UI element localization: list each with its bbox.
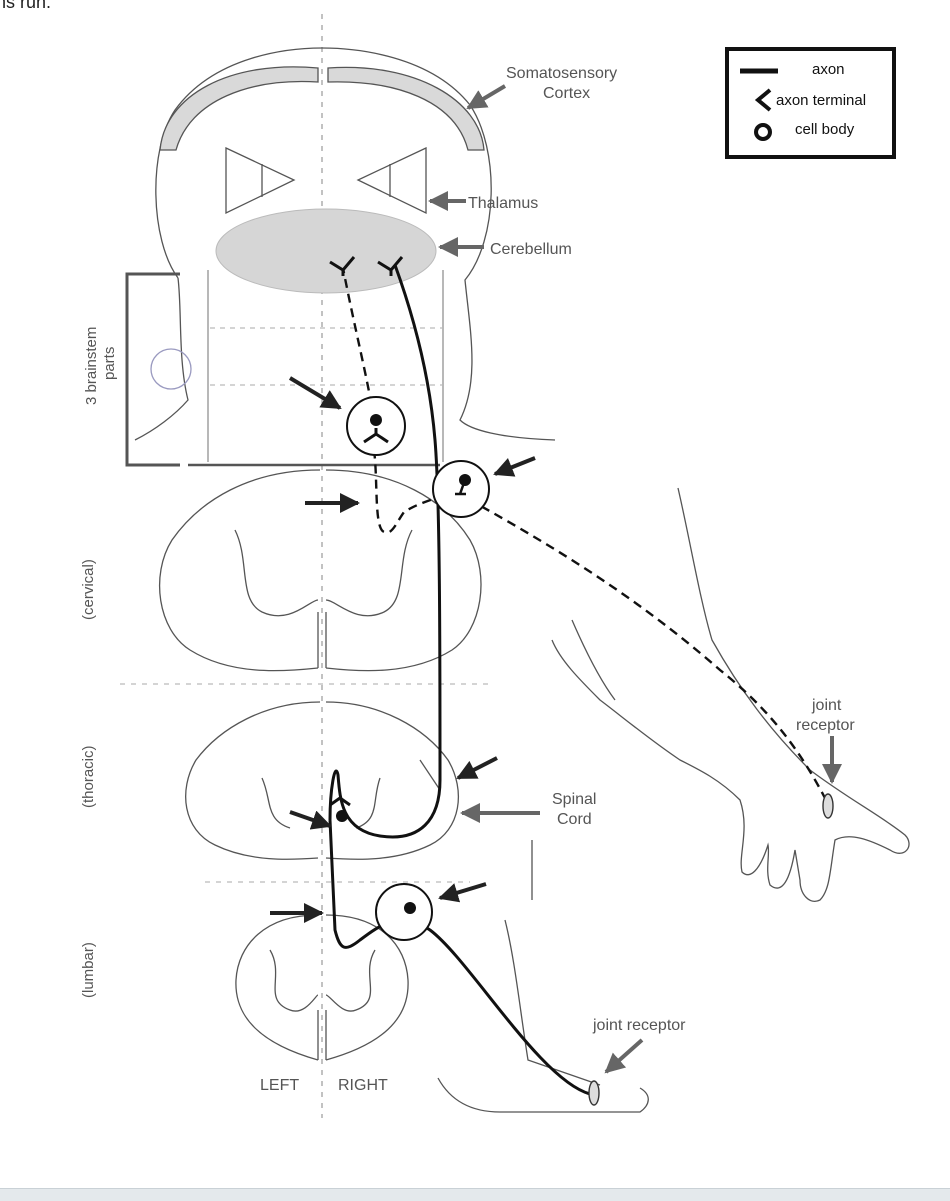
leg-afferent-solid	[328, 819, 591, 1096]
label-lumbar: (lumbar)	[80, 942, 97, 998]
label-spinal-cord-line2: Cord	[557, 811, 592, 828]
thalamus-right	[356, 146, 427, 215]
legend-box	[725, 47, 896, 159]
brainstem-left-outline	[134, 277, 189, 441]
legend: axon axon terminal cell body	[725, 47, 896, 159]
brainstem-region	[125, 270, 444, 467]
thalamus-left	[225, 146, 296, 215]
brain	[134, 47, 556, 441]
clarkes-loop-solid	[328, 264, 442, 839]
brainstem-nucleus-marker	[150, 348, 192, 390]
neuron-dorsal-root-lumbar	[375, 883, 433, 941]
top-text-fragment: ns run.	[0, 0, 51, 12]
pointer-arrows	[270, 376, 536, 923]
lumbar-section	[235, 914, 409, 1061]
somatosensory-cortex-right	[327, 66, 485, 151]
axon-terminals-cerebellum	[329, 256, 404, 276]
arm-outline	[551, 487, 910, 902]
axon-terminal-icon	[377, 256, 404, 276]
axon-terminal-legend-icon	[754, 88, 772, 112]
cuneate-tract-dashed	[372, 449, 446, 534]
arm-afferent-dashed	[469, 498, 828, 801]
cervical-section	[159, 469, 482, 672]
brain-outline	[155, 47, 556, 441]
brainstem-bracket	[125, 272, 180, 467]
label-thoracic: (thoracic)	[80, 745, 97, 808]
label-right: RIGHT	[338, 1077, 388, 1094]
label-left: LEFT	[260, 1077, 299, 1094]
joint-receptor-leg	[588, 1080, 600, 1106]
neuron-dorsal-root-cervical	[432, 460, 490, 518]
legend-cell-body: cell body	[795, 121, 855, 138]
label-cerebellum: Cerebellum	[490, 241, 572, 258]
leg-outline	[437, 840, 649, 1113]
joint-receptor-arm	[822, 793, 834, 819]
cerebellum	[215, 208, 437, 294]
cell-body-icon	[754, 123, 772, 141]
legend-axon: axon	[812, 61, 845, 78]
label-joint-receptor-arm-line1: joint	[811, 697, 842, 714]
label-brainstem-line1: 3 brainstem	[83, 327, 100, 405]
pathways	[328, 264, 828, 1096]
label-brainstem-line2: parts	[101, 347, 118, 380]
axon-terminal-icon	[329, 256, 356, 276]
page-footer-strip	[0, 1188, 950, 1201]
label-cervical: (cervical)	[80, 559, 97, 620]
label-somatosensory-cortex-line1: Somatosensory	[506, 65, 617, 82]
thoracic-section	[185, 701, 460, 860]
somatosensory-cortex	[159, 66, 319, 151]
label-spinal-cord-line1: Spinal	[552, 791, 596, 808]
legend-axon-terminal: axon terminal	[776, 92, 866, 109]
label-joint-receptor-arm-line2: receptor	[796, 717, 855, 734]
label-thalamus: Thalamus	[468, 195, 538, 212]
neuron-clarkes-column	[329, 796, 351, 822]
neuron-brainstem	[346, 396, 406, 456]
label-arrows	[428, 84, 842, 1074]
label-joint-receptor-leg: joint receptor	[592, 1017, 686, 1034]
label-somatosensory-cortex-line2: Cortex	[543, 85, 590, 102]
